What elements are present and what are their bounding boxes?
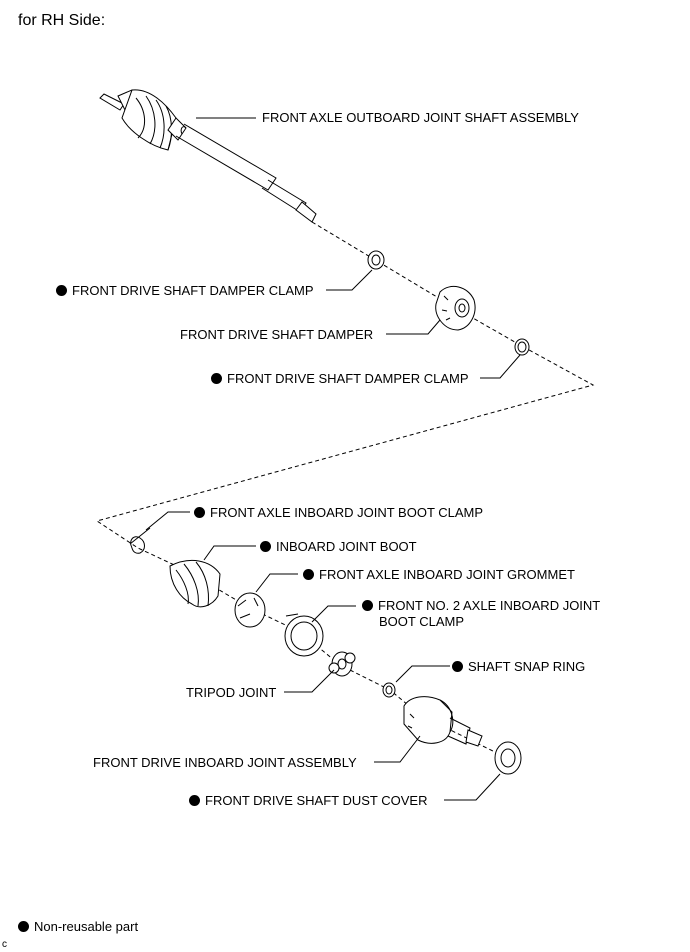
label-damper-text: FRONT DRIVE SHAFT DAMPER <box>180 327 374 342</box>
leader-lines <box>145 117 521 801</box>
label-grommet: FRONT AXLE INBOARD JOINT GROMMET <box>303 567 575 583</box>
damper-shape <box>435 285 476 331</box>
label-damper-clamp-1-text: FRONT DRIVE SHAFT DAMPER CLAMP <box>72 283 314 298</box>
non-reusable-dot-icon <box>56 285 67 296</box>
label-dust-cover: FRONT DRIVE SHAFT DUST COVER <box>189 793 427 809</box>
label-dust-cover-text: FRONT DRIVE SHAFT DUST COVER <box>205 793 428 808</box>
dust-cover-shape <box>494 741 522 775</box>
non-reusable-dot-icon <box>452 661 463 672</box>
label-grommet-text: FRONT AXLE INBOARD JOINT GROMMET <box>319 567 575 582</box>
non-reusable-dot-icon <box>189 795 200 806</box>
no2-boot-clamp-shape <box>284 613 324 657</box>
non-reusable-dot-icon <box>303 569 314 580</box>
label-damper: FRONT DRIVE SHAFT DAMPER <box>180 327 373 343</box>
non-reusable-dot-icon <box>260 541 271 552</box>
tripod-joint-shape <box>328 651 356 677</box>
legend-text: Non-reusable part <box>34 919 139 934</box>
label-inboard-assembly: FRONT DRIVE INBOARD JOINT ASSEMBLY <box>93 755 357 771</box>
label-damper-clamp-2-text: FRONT DRIVE SHAFT DAMPER CLAMP <box>227 371 469 386</box>
legend: Non-reusable part <box>18 919 138 934</box>
label-no2-boot-clamp-text: FRONT NO. 2 AXLE INBOARD JOINT BOOT CLAM… <box>378 598 601 629</box>
damper-clamp-2-shape <box>514 338 530 356</box>
assembly-axis-line <box>95 221 595 758</box>
inboard-boot-clamp-shape <box>129 527 151 554</box>
label-snap-ring: SHAFT SNAP RING <box>452 659 585 675</box>
label-damper-clamp-1: FRONT DRIVE SHAFT DAMPER CLAMP <box>56 283 314 299</box>
corner-code: c <box>2 939 7 950</box>
label-tripod-text: TRIPOD JOINT <box>186 685 277 700</box>
damper-clamp-1-shape <box>367 250 385 270</box>
label-no2-boot-clamp: FRONT NO. 2 AXLE INBOARD JOINT BOOT CLAM… <box>362 598 639 630</box>
grommet-shape <box>234 592 266 628</box>
non-reusable-dot-icon <box>211 373 222 384</box>
non-reusable-dot-icon <box>362 600 373 611</box>
label-tripod: TRIPOD JOINT <box>186 685 276 701</box>
label-inboard-boot-clamp-text: FRONT AXLE INBOARD JOINT BOOT CLAMP <box>210 505 484 520</box>
page-heading: for RH Side: <box>18 12 106 29</box>
inboard-joint-assembly-shape <box>403 696 483 747</box>
label-inboard-boot: INBOARD JOINT BOOT <box>260 539 417 555</box>
snap-ring-shape <box>382 682 396 698</box>
label-outboard-assembly-text: FRONT AXLE OUTBOARD JOINT SHAFT ASSEMBLY <box>262 110 579 125</box>
label-damper-clamp-2: FRONT DRIVE SHAFT DAMPER CLAMP <box>211 371 469 387</box>
label-inboard-boot-clamp: FRONT AXLE INBOARD JOINT BOOT CLAMP <box>194 505 483 521</box>
outboard-shaft-assembly-shape <box>99 89 317 223</box>
label-snap-ring-text: SHAFT SNAP RING <box>468 659 586 674</box>
non-reusable-dot-icon <box>194 507 205 518</box>
label-outboard-assembly: FRONT AXLE OUTBOARD JOINT SHAFT ASSEMBLY <box>262 110 579 126</box>
legend-dot-icon <box>18 921 29 932</box>
label-inboard-assembly-text: FRONT DRIVE INBOARD JOINT ASSEMBLY <box>93 755 357 770</box>
inboard-boot-shape <box>169 559 221 608</box>
label-inboard-boot-text: INBOARD JOINT BOOT <box>276 539 417 554</box>
